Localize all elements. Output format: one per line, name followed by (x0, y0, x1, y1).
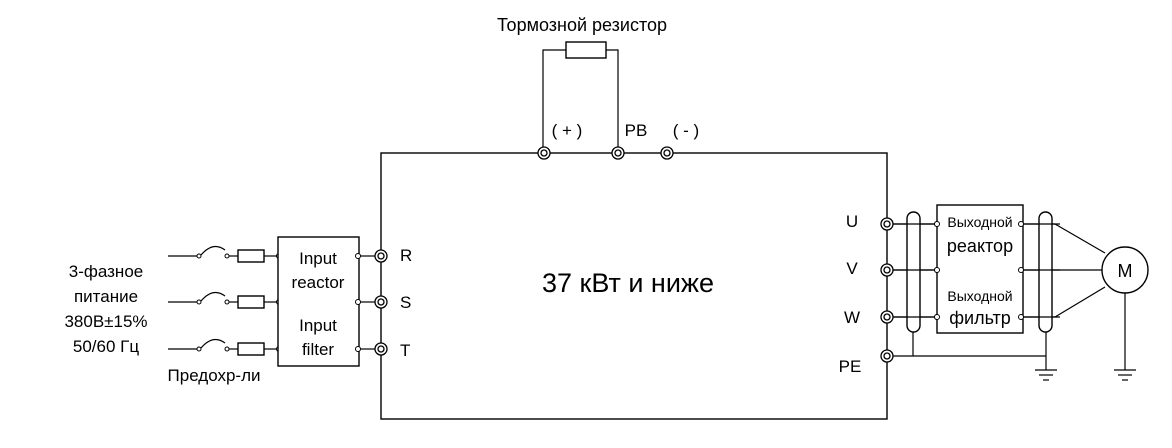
dc-minus-label: ( - ) (673, 121, 699, 140)
supply-lines (168, 245, 282, 356)
terminal-r (374, 249, 388, 263)
input-filter-label-2: filter (302, 340, 334, 359)
input-terminals (374, 249, 388, 356)
shield-cable-2 (1038, 211, 1053, 333)
input-reactor-label-2: reactor (292, 273, 345, 292)
terminal-plus (537, 146, 551, 160)
input-filter-label-1: Input (299, 316, 337, 335)
fuse-1 (237, 249, 265, 263)
terminal-pe (880, 349, 894, 363)
terminal-pb (611, 146, 625, 160)
output-filter-label-2: фильтр (949, 308, 1011, 328)
fuse-3 (237, 342, 265, 356)
inverter-power-label: 37 кВт и ниже (542, 268, 714, 298)
brake-resistor-symbol (565, 41, 607, 59)
terminal-minus (660, 146, 674, 160)
dc-plus-label: ( + ) (552, 121, 583, 140)
fuses-label: Предохр-ли (168, 366, 261, 385)
brake-resistor-label: Тормозной резистор (497, 15, 667, 35)
output-reactor-label-2: реактор (947, 236, 1013, 256)
terminal-v-label: V (846, 259, 858, 278)
supply-line-4: 50/60 Гц (73, 337, 139, 356)
input-reactor-label-1: Input (299, 249, 337, 268)
fuse-2 (237, 295, 265, 309)
ground-symbol-2 (1114, 369, 1136, 381)
output-filter-label-1: Выходной (947, 288, 1012, 304)
dc-terminals (537, 146, 674, 160)
shield-cable-1 (906, 211, 921, 333)
terminal-t-label: T (400, 341, 410, 360)
output-reactor-label-1: Выходной (947, 214, 1012, 230)
supply-line-2: питание (74, 287, 138, 306)
pb-label: PB (625, 121, 648, 140)
terminal-pe-label: PE (839, 357, 862, 376)
ground-symbol-1 (1035, 369, 1057, 381)
terminal-t (374, 342, 388, 356)
inverter-box (380, 152, 888, 420)
terminal-w (880, 310, 894, 324)
supply-line-1: 3-фазное (69, 262, 143, 281)
terminal-r-label: R (400, 246, 412, 265)
terminal-u-label: U (846, 212, 858, 231)
input-reactor-filter-box (277, 236, 360, 367)
motor-label: M (1118, 261, 1133, 281)
brake-resistor (542, 41, 619, 152)
terminal-u (880, 217, 894, 231)
terminal-w-label: W (844, 308, 860, 327)
terminal-s-label: S (400, 293, 411, 312)
terminal-s (374, 295, 388, 309)
terminal-v (880, 263, 894, 277)
output-reactor-filter-box (936, 204, 1024, 334)
supply-line-3: 380В±15% (64, 312, 147, 331)
